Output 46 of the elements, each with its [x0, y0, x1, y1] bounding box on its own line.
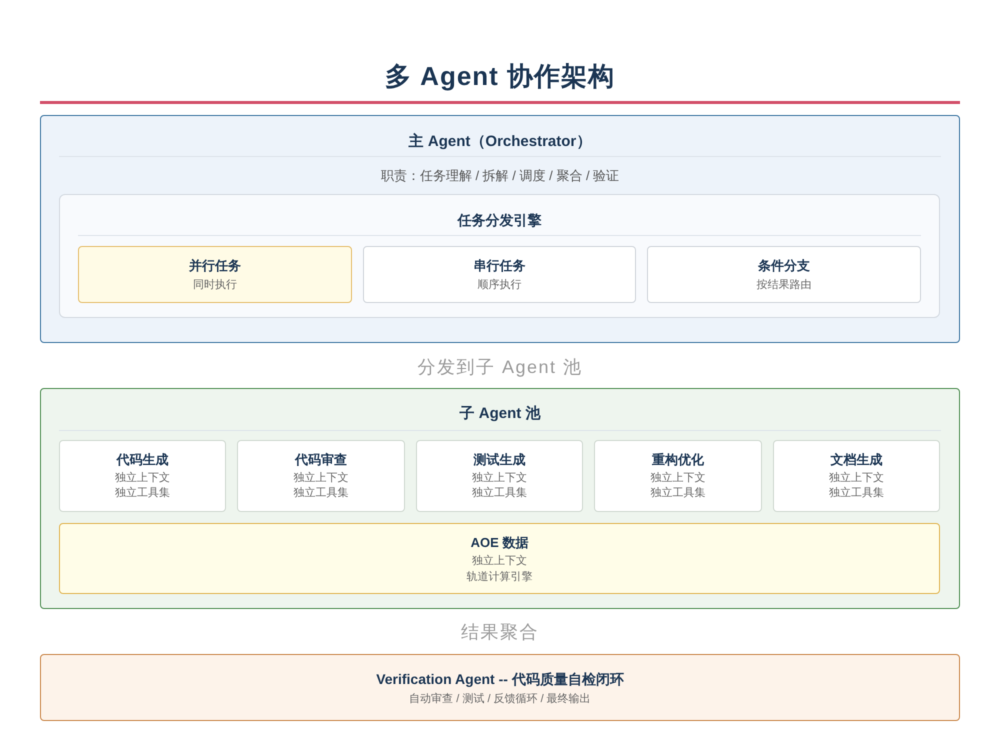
- card-text: 独立上下文: [650, 471, 706, 485]
- card-text: 独立上下文: [472, 554, 527, 568]
- card-title: 代码生成: [116, 452, 168, 468]
- card-title: AOE 数据: [470, 535, 528, 551]
- card-text: 独立工具集: [472, 486, 527, 500]
- card-title: 测试生成: [474, 452, 526, 468]
- card-text: 独立工具集: [294, 486, 348, 500]
- panel-heading: 子 Agent 池: [460, 404, 540, 422]
- diagram-title: 多 Agent 协作架构: [384, 60, 616, 92]
- card-text: 独立工具集: [829, 486, 884, 500]
- agent-card: [416, 440, 583, 512]
- card-text: 独立上下文: [115, 471, 170, 485]
- dispatch-panel: [59, 194, 940, 318]
- card-text: 同时执行: [193, 278, 237, 292]
- section-label: 分发到子 Agent 池: [417, 356, 583, 378]
- data-card: [59, 523, 940, 594]
- card-text: 独立工具集: [115, 486, 170, 500]
- card-text: 自动审查 / 测试 / 反馈循环 / 最终输出: [409, 692, 591, 706]
- orchestrator-panel: [40, 115, 960, 343]
- agent-card: [594, 440, 762, 512]
- agent-pool-panel: [40, 388, 960, 609]
- card-text: 按结果路由: [756, 278, 812, 292]
- card-text: 顺序执行: [478, 278, 522, 292]
- task-card: [78, 246, 352, 303]
- panel-heading: Verification Agent -- 代码质量自检闭环: [376, 670, 624, 688]
- card-text: 独立工具集: [650, 486, 706, 500]
- card-title: 代码审查: [295, 452, 347, 468]
- card-title: 条件分支: [758, 258, 810, 274]
- agent-card: [773, 440, 940, 512]
- card-title: 重构优化: [652, 452, 704, 468]
- card-text: 独立上下文: [294, 471, 348, 485]
- card-text: 独立上下文: [472, 471, 527, 485]
- card-title: 串行任务: [474, 258, 526, 274]
- panel-heading: 任务分发引擎: [458, 211, 542, 229]
- description-text: 职责：任务理解 / 拆解 / 调度 / 聚合 / 验证: [380, 168, 620, 184]
- verification-panel: [40, 654, 960, 721]
- section-label: 结果聚合: [461, 620, 539, 644]
- card-text: 独立上下文: [829, 471, 884, 485]
- agent-card: [237, 440, 405, 512]
- agent-card: [59, 440, 226, 512]
- card-title: 并行任务: [189, 258, 241, 274]
- panel-heading: 主 Agent（Orchestrator）: [408, 132, 592, 150]
- task-card: [363, 246, 636, 303]
- card-title: 文档生成: [830, 452, 882, 468]
- card-text: 轨道计算引擎: [466, 570, 532, 584]
- task-card: [647, 246, 921, 303]
